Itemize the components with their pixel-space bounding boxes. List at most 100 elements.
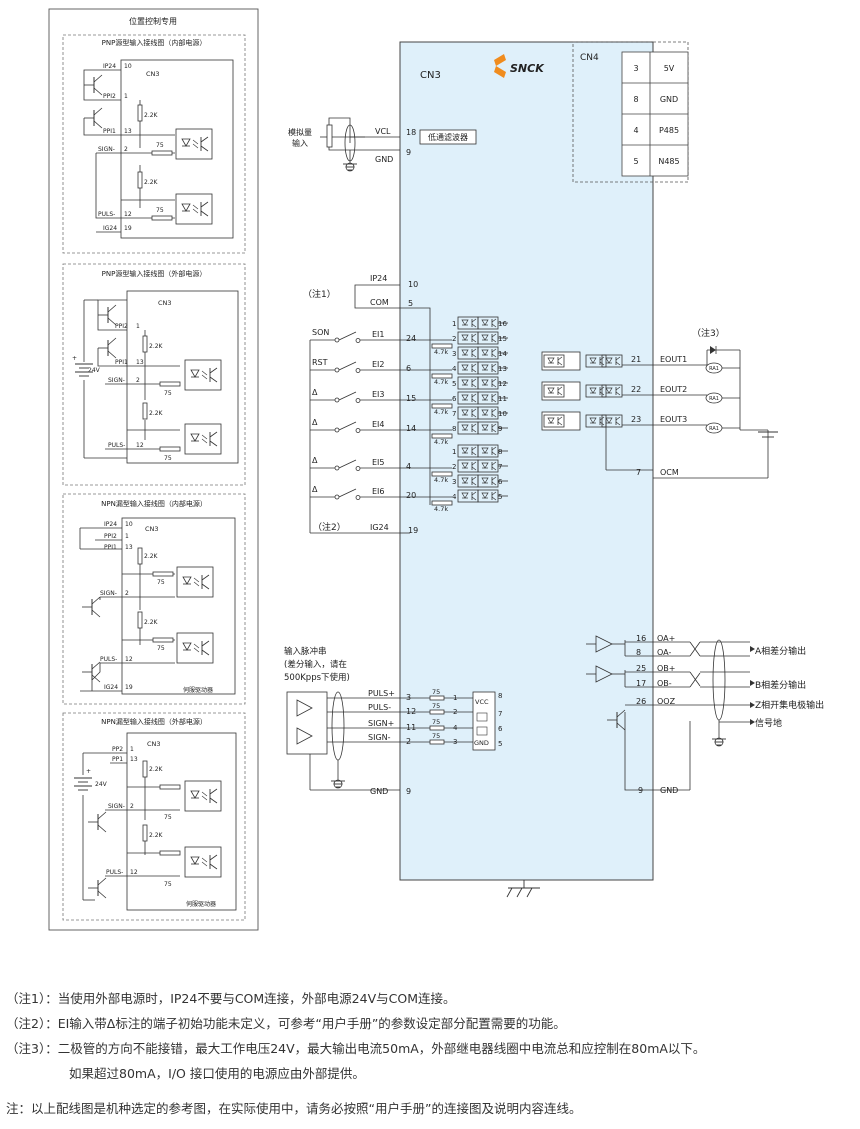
relay-label: RA1 <box>709 426 719 432</box>
com-label: COM <box>370 298 389 307</box>
relay-label: RA1 <box>709 366 719 372</box>
resistor-label: 4.7k <box>434 438 448 446</box>
analog-label: 输入 <box>292 138 308 148</box>
cn4-table: 3 5V 8 GND 4 P485 5 N485 <box>621 51 689 177</box>
res-label: 75 <box>156 207 164 214</box>
box3-pin-num: 1 <box>125 533 129 540</box>
box1-pin-num: 2 <box>124 146 128 153</box>
input-name: EI4 <box>372 420 385 429</box>
box1-pin-label: IP24 <box>103 63 116 70</box>
res-label: 75 <box>164 881 172 888</box>
box2-pin-num: 13 <box>136 359 144 366</box>
encoder-name: OA+ <box>657 634 675 643</box>
box4-cn3: CN3 <box>147 740 161 748</box>
pulse-pin: 2 <box>406 737 411 746</box>
oc-out-pin: 10 <box>498 410 507 418</box>
cn4-pin: 4 <box>633 126 638 135</box>
box3-pin-label: PULS- <box>100 656 117 663</box>
output-name: EOUT1 <box>660 355 687 364</box>
box3-pin-num: 19 <box>125 684 133 691</box>
enc-label-gnd: 信号地 <box>755 717 782 729</box>
switch-blade <box>338 331 357 341</box>
arrow-icon <box>750 680 755 686</box>
oc-out-pin: 11 <box>498 395 507 403</box>
input-pin: 14 <box>406 424 416 433</box>
res-label: 75 <box>164 455 172 462</box>
gnd-bottom-label: GND <box>370 787 388 796</box>
encoder-pin: 16 <box>636 634 646 643</box>
switch-label: RST <box>312 358 328 367</box>
oc-out-pin: 8 <box>498 448 502 456</box>
oc-index: 3 <box>452 478 456 486</box>
box1-pin-num: 12 <box>124 211 132 218</box>
pulse-ic-gnd: GND <box>474 739 489 747</box>
brand-logo: SNCK <box>494 54 545 78</box>
resistor-4k7 <box>431 343 453 349</box>
box1-title: PNP源型输入接线图（内部电源） <box>102 38 207 47</box>
cn4-signal: 5V <box>664 64 675 73</box>
box4-pin-num: 1 <box>130 746 134 753</box>
oc-index: 8 <box>452 425 456 433</box>
box3-driver: 伺服驱动器 <box>183 686 213 694</box>
box1-pin-num: 10 <box>124 63 132 70</box>
switch-label: Δ <box>312 456 318 465</box>
cn4-signal: P485 <box>659 126 679 135</box>
box3-pin-label: SIGN- <box>100 590 117 597</box>
note3-marker: （注3） <box>692 327 725 339</box>
resistor-label: 75 <box>432 688 440 696</box>
box4-driver: 伺服驱动器 <box>186 900 216 908</box>
pulse-ic-pin: 8 <box>498 692 502 700</box>
cn4-pin: 5 <box>633 157 638 166</box>
twist <box>689 672 701 688</box>
box1-pin-label: SIGN- <box>98 146 115 153</box>
cn4-label: CN4 <box>580 53 599 63</box>
box1-pin-label: IG24 <box>103 225 117 232</box>
box1-pin-num: 19 <box>124 225 132 232</box>
switch-label: SON <box>312 328 329 337</box>
resistor-4k7 <box>431 500 453 506</box>
pulse-inputs: 输入脉冲串 (差分输入，请在 500Kpps下使用) PULS+3751PULS… <box>284 646 503 796</box>
oc-out-pin: 6 <box>498 478 503 486</box>
pulse-name: PULS+ <box>368 689 395 698</box>
cn4-pin: 8 <box>633 95 638 104</box>
box3-pin-label: IG24 <box>104 684 118 691</box>
oc-index: 7 <box>452 410 456 418</box>
box4-pin-num: 12 <box>130 869 138 876</box>
res-label: 75 <box>156 142 164 149</box>
note-2: （注2）：EI输入带Δ标注的端子初始功能未定义，可参考“用户手册”的参数设定部分… <box>6 1016 566 1031</box>
switch-label: Δ <box>312 388 318 397</box>
input-name: EI5 <box>372 458 385 467</box>
res-label: 75 <box>157 645 165 652</box>
box2-title: PNP源型输入接线图（外部电源） <box>102 269 207 278</box>
res-label: 75 <box>157 579 165 586</box>
pulse-title: 输入脉冲串 <box>284 646 327 657</box>
vcl-label: VCL <box>375 127 391 136</box>
encoder-row-oap: 16 OA+ <box>625 634 750 657</box>
oc-index: 3 <box>452 350 456 358</box>
resistor-label: 75 <box>432 732 440 740</box>
output-pin: 22 <box>631 385 641 394</box>
brand-text: SNCK <box>510 62 545 75</box>
pulse-oc-index: 3 <box>453 738 457 746</box>
resistor-label: 4.7k <box>434 348 448 356</box>
chassis-ground <box>506 880 540 898</box>
input-pin: 6 <box>406 364 411 373</box>
analog-input: 模拟量 输入 VCL GND 18 9 低通滤波器 <box>288 117 477 172</box>
oc-index: 4 <box>452 493 457 501</box>
input-pin: 4 <box>406 462 411 471</box>
box-npn-external: NPN漏型输入接线图（外部电源） CN3 PP2 1 PP1 13 SIGN- … <box>62 712 246 921</box>
switch-contact <box>334 427 340 433</box>
pulse-name: SIGN+ <box>368 719 394 728</box>
res-label: 75 <box>164 814 172 821</box>
switch-label: Δ <box>312 485 318 494</box>
note-3-continued: 如果超过80mA，I/O 接口使用的电源应由外部提供。 <box>69 1066 365 1081</box>
pulse-name: PULS- <box>368 703 391 712</box>
gnd-right-pin: 9 <box>638 786 643 795</box>
